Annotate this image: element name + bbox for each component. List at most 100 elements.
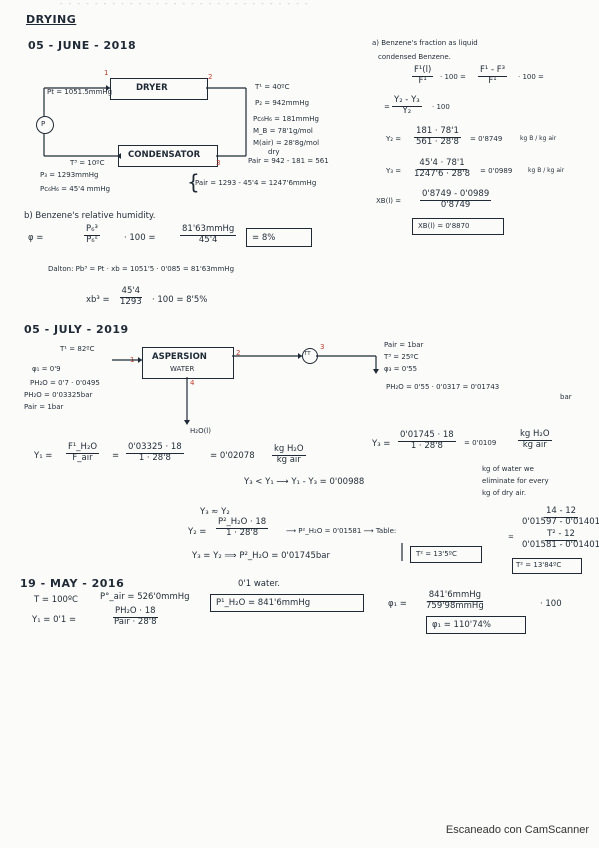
arrow-tt-in	[298, 353, 302, 359]
t1: T¹ = 40ºC	[255, 83, 290, 91]
s2-tbl-num: 14 - 12	[543, 506, 579, 518]
s3-ph2o-box	[210, 594, 364, 612]
s2-y2-num: P²_H₂O · 18	[216, 517, 269, 529]
s3-y1-lhs: Y₁ = 0'1 =	[32, 615, 77, 625]
a-eq3: · 100	[432, 103, 450, 111]
s2-y2-den: 1 · 28'8	[226, 527, 259, 538]
pump-icon	[36, 116, 54, 134]
xb-num: 0'8749 - 0'0989	[420, 189, 492, 201]
a-eq2: · 100 =	[518, 73, 544, 81]
a-f2-den: F¹	[488, 75, 497, 86]
s2-y1-unit-den: kg air	[276, 454, 301, 465]
s3-phi-box	[426, 616, 526, 634]
y2-num: 181 · 78'1	[414, 126, 461, 138]
s2-y1-num: 0'03325 · 18	[126, 442, 184, 454]
s2-t3: T³ = 25ºC	[384, 353, 419, 361]
s2-y3-unit-den: kg air	[522, 439, 547, 450]
mb: M_B = 78'1g/mol	[253, 127, 313, 135]
s2-tbl-num2: T² - 12	[545, 529, 577, 541]
a-title2: condensed Benzene.	[378, 53, 451, 61]
dryer-label: DRYER	[136, 83, 168, 93]
s2-y1-den: 1 · 28'8	[138, 452, 171, 463]
xb-den: 0'8749	[440, 199, 471, 210]
y3-res: = 0'0989	[480, 167, 513, 175]
s2-stream2: 2	[236, 349, 241, 357]
s2-bar: bar	[560, 393, 572, 401]
phi-den: P₆ˢ	[86, 234, 98, 245]
condenser-label: CONDENSATOR	[128, 150, 201, 160]
s3-y1-num: PH₂O · 18	[112, 606, 158, 618]
s2-y3-num: 0'01745 · 18	[398, 430, 456, 442]
s2-ph2o1: PH₂O = 0'7 · 0'0495	[30, 379, 100, 387]
pcb3: Pc₆H₆ = 45'4 mmHg	[40, 185, 111, 193]
p3: P₃ = 1293mmHg	[40, 171, 99, 179]
s3-phi-lhs: φ₁ =	[388, 599, 407, 609]
a-eq1: · 100 =	[440, 73, 466, 81]
xb-res: XB(l) = 0'8870	[418, 222, 470, 230]
stream2: 2	[208, 73, 213, 81]
y3-unit: kg B / kg air	[528, 167, 565, 174]
s2-pair3: Pair = 1bar	[384, 341, 424, 349]
s2-phi1: φ₁ = 0'9	[32, 365, 61, 373]
s3-psat: P°_air = 526'0mmHg	[100, 592, 190, 602]
s3-phi-num: 841'6mmHg	[426, 590, 484, 602]
dalton: Dalton: Pb³ = Pt · xb = 1051'5 · 0'085 =…	[48, 265, 235, 273]
xb3-den: 1293	[120, 296, 142, 307]
s2-ph2o1b: PH₂O = 0'03325bar	[24, 391, 93, 399]
a-f2-num: F¹ - F³	[478, 65, 508, 77]
phi-result-box	[246, 228, 312, 247]
arrow-h2o	[184, 420, 190, 425]
s2-compare-r1: kg of water we	[482, 465, 534, 473]
dryer-box	[110, 78, 208, 100]
s2-approx: Y₃ ≈ Y₂	[200, 507, 230, 517]
s2-compare-r3: kg of dry air.	[482, 489, 527, 497]
pcb: Pc₆H₆ = 181mmHg	[253, 115, 319, 123]
s2-t2b: T² = 13'84ºC	[516, 561, 562, 569]
s2-ph2o3: PH₂O = 0'55 · 0'0317 = 0'01743	[386, 383, 500, 391]
s2-y2-lhs: Y₂ =	[188, 527, 207, 537]
footer-watermark: Escaneado con CamScanner	[445, 824, 589, 836]
stream3: 3	[216, 159, 221, 167]
y2-den: 561 · 28'8	[416, 136, 459, 147]
page-title: DRYING	[26, 13, 77, 26]
phi-num: P₆³	[84, 224, 100, 236]
s3-phi-res: φ₁ = 110'74%	[432, 620, 491, 630]
s2-h2o: H₂O(l)	[190, 427, 211, 435]
s2-stream4: 4	[190, 379, 195, 387]
arrow-tt-out	[373, 369, 379, 374]
xb3-lhs: xb³ =	[86, 295, 110, 305]
s2-y3y2: Y₃ = Y₂ ⟹ P²_H₂O = 0'01745bar	[192, 551, 330, 561]
p2: P₂ = 942mmHg	[255, 99, 310, 107]
pair3: Pair = 1293 - 45'4 = 1247'6mmHg	[195, 179, 317, 187]
s2-tbl-den: 0'01597 - 0'01401	[522, 516, 599, 527]
s2-pair1: Pair = 1bar	[24, 403, 64, 411]
s2-tbl-eq: =	[508, 533, 514, 541]
phi-res: = 8%	[252, 233, 276, 243]
y3-den: 1247'6 · 28'8	[414, 168, 471, 179]
arrow-s2-in	[138, 357, 142, 363]
phi-num2: 81'63mmHg	[180, 224, 237, 236]
s2-y3-den: 1 · 28'8	[410, 440, 443, 451]
pump-label: P	[41, 120, 46, 128]
s2-y3-res: = 0'0109	[464, 439, 497, 447]
a-f3-num: Y₂ - Y₃	[392, 95, 422, 107]
xb3-num: 45'4	[119, 286, 143, 298]
t3: T³ = 10ºC	[70, 159, 105, 167]
s2-y1-res: = 0'02078	[210, 451, 255, 461]
y2-lhs: Y₂ =	[386, 135, 402, 143]
xb-result-box	[412, 218, 504, 235]
s2-y2-arrow: ⟶ P²_H₂O = 0'01581 ⟶ Table:	[286, 527, 397, 535]
xb-lhs: XB(l) =	[376, 197, 402, 205]
s2-compare: Y₃ < Y₁ ⟶ Y₁ - Y₃ = 0'00988	[244, 477, 365, 487]
s2-y3-unit-num: kg H₂O	[518, 429, 552, 441]
phi-lhs: φ =	[28, 233, 44, 243]
s2-phi3: φ₃ = 0'55	[384, 365, 418, 373]
s2-compare-r2: eliminate for every	[482, 477, 549, 485]
mair: M(air) = 28'8g/mol	[253, 139, 320, 147]
phi-den2: 45'4	[198, 234, 218, 245]
s2-y3-lhs: Y₃ =	[372, 439, 391, 449]
dry-note: dry	[268, 148, 280, 156]
s2-t1: T¹ = 82ºC	[60, 345, 95, 353]
